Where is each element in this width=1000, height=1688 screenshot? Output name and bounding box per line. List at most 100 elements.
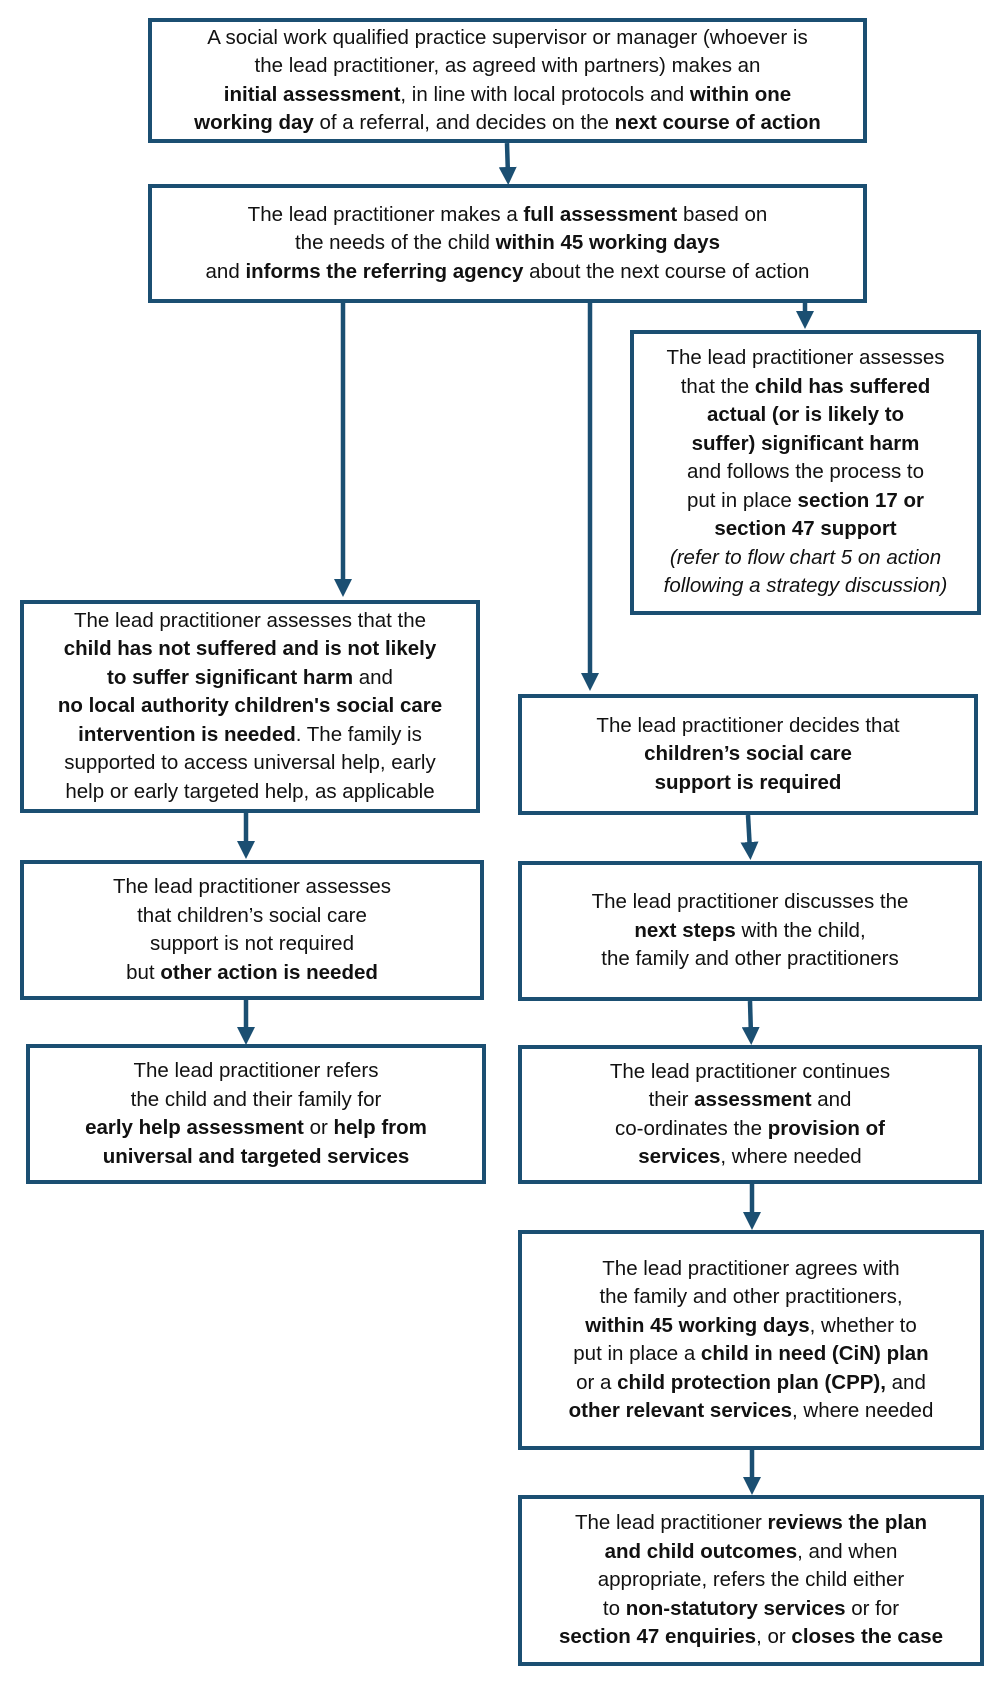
box-text-line: support is required bbox=[655, 769, 842, 798]
box-text-line: The lead practitioner assesses that the bbox=[74, 607, 426, 636]
text-run: the needs of the child bbox=[294, 231, 496, 255]
box-text-line: The lead practitioner refers bbox=[134, 1057, 379, 1086]
box-text-line: the family and other practitioners, bbox=[599, 1283, 902, 1312]
box-text-line: The lead practitioner assesses bbox=[113, 873, 391, 902]
other-action-needed-box: The lead practitioner assesses that child… bbox=[20, 860, 484, 1000]
text-run: A social work qualified practice supervi… bbox=[207, 25, 808, 49]
box-text-line: help or early targeted help, as applicab… bbox=[65, 778, 434, 807]
box-text-line: The lead practitioner agrees with bbox=[602, 1255, 899, 1284]
text-run: and bbox=[885, 1370, 926, 1394]
text-run: The lead practitioner bbox=[574, 1511, 768, 1535]
box-text-line: intervention is needed. The family is bbox=[78, 721, 422, 750]
box-text-line: the family and other practitioners bbox=[601, 945, 898, 974]
arrow-initial-to-full bbox=[498, 142, 517, 185]
bold-text: early help assessment bbox=[85, 1116, 304, 1139]
box-text-line: to non-statutory services or for bbox=[603, 1595, 899, 1624]
text-run: that the bbox=[680, 374, 755, 398]
text-run: The lead practitioner refers bbox=[133, 1059, 379, 1082]
text-run: The lead practitioner agrees with bbox=[602, 1256, 900, 1280]
box-text-line: child has not suffered and is not likely bbox=[64, 635, 436, 664]
box-text-line: appropriate, refers the child either bbox=[598, 1566, 905, 1595]
box-text-line: supported to access universal help, earl… bbox=[64, 749, 435, 778]
box-text-line: suffer) significant harm bbox=[692, 430, 920, 459]
box-text-line: The lead practitioner continues bbox=[610, 1058, 890, 1087]
text-run: the family and other practitioners bbox=[601, 947, 899, 971]
box-text-line: their assessment and bbox=[649, 1086, 852, 1115]
text-run: The lead practitioner makes a bbox=[247, 202, 524, 226]
bold-text: and child outcomes bbox=[604, 1539, 798, 1563]
text-run: that children’s social care bbox=[137, 903, 367, 927]
bold-text: child protection plan (CPP), bbox=[617, 1370, 886, 1394]
text-run: support is not required bbox=[150, 932, 354, 955]
box-text-line: The lead practitioner decides that bbox=[596, 712, 899, 741]
arrow-support-required-to-next-steps bbox=[740, 814, 759, 860]
bold-text: child has suffered bbox=[754, 374, 931, 398]
box-text-line: to suffer significant harm and bbox=[107, 664, 393, 693]
box-text-line: but other action is needed bbox=[126, 959, 378, 988]
refer-early-help-box: The lead practitioner refers the child an… bbox=[26, 1044, 486, 1184]
text-run: their bbox=[648, 1088, 695, 1111]
bold-text: actual (or is likely to bbox=[706, 403, 905, 427]
box-text-line: other relevant services, where needed bbox=[569, 1397, 934, 1426]
text-run: about the next course of action bbox=[523, 259, 810, 283]
box-text-line: co-ordinates the provision of bbox=[615, 1115, 885, 1144]
box-text-line: support is not required bbox=[150, 930, 354, 959]
text-run: , where needed bbox=[792, 1399, 934, 1422]
bold-text: next course of action bbox=[614, 111, 821, 134]
text-run: to bbox=[602, 1596, 626, 1620]
bold-text: child has not suffered and is not likely bbox=[63, 637, 437, 661]
box-text-line: and child outcomes, and when bbox=[605, 1538, 898, 1567]
box-text-line: children’s social care bbox=[644, 740, 852, 769]
initial-assessment-box: A social work qualified practice supervi… bbox=[148, 18, 867, 143]
box-text-line: put in place section 17 or bbox=[687, 487, 924, 516]
bold-text: within one bbox=[689, 82, 792, 106]
text-run: or bbox=[303, 1116, 334, 1139]
text-run: but bbox=[126, 960, 161, 984]
bold-text: assessment bbox=[694, 1088, 812, 1111]
bold-text: provision of bbox=[767, 1116, 885, 1140]
text-run: with the child, bbox=[735, 918, 866, 942]
box-text-line: section 47 support bbox=[714, 515, 896, 544]
bold-text: section 47 enquiries bbox=[558, 1625, 757, 1649]
box-text-line: and informs the referring agency about t… bbox=[206, 258, 810, 287]
box-text-line: The lead practitioner reviews the plan bbox=[575, 1509, 927, 1538]
bold-text: non-statutory services bbox=[625, 1596, 846, 1620]
bold-text: children’s social care bbox=[644, 742, 852, 766]
box-text-line: the needs of the child within 45 working… bbox=[295, 229, 720, 258]
bold-text: full assessment bbox=[523, 202, 678, 226]
bold-text: other relevant services bbox=[568, 1399, 793, 1422]
box-text-line: early help assessment or help from bbox=[85, 1114, 427, 1143]
bold-text: section 47 support bbox=[714, 517, 897, 541]
box-text-line: universal and targeted services bbox=[103, 1143, 410, 1172]
bold-text: child in need (CiN) plan bbox=[700, 1342, 929, 1365]
bold-text: help from bbox=[333, 1116, 427, 1139]
box-text-line: services, where needed bbox=[638, 1143, 861, 1172]
box-text-line: no local authority children's social car… bbox=[58, 692, 442, 721]
text-run: The lead practitioner assesses bbox=[112, 875, 392, 898]
text-run: , and when bbox=[797, 1539, 898, 1563]
box-text-line: A social work qualified practice supervi… bbox=[207, 24, 807, 53]
bold-text: within 45 working days bbox=[585, 1313, 810, 1337]
box-text-line: and follows the process to bbox=[687, 458, 924, 487]
text-run: put in place a bbox=[573, 1342, 701, 1365]
bold-text: reviews the plan bbox=[767, 1511, 928, 1535]
italic-text: following a strategy discussion) bbox=[663, 574, 948, 598]
bold-text: section 17 or bbox=[797, 488, 925, 512]
box-text-line: that children’s social care bbox=[137, 902, 367, 931]
bold-text: initial assessment bbox=[223, 82, 401, 106]
text-run: the child and their family for bbox=[130, 1087, 382, 1111]
box-text-line: The lead practitioner makes a full asses… bbox=[248, 201, 768, 230]
text-run: co-ordinates the bbox=[614, 1116, 768, 1140]
bold-text: universal and targeted services bbox=[102, 1144, 410, 1168]
text-run: of a referral, and decides on the bbox=[313, 111, 615, 134]
box-text-line: (refer to flow chart 5 on action bbox=[670, 544, 941, 573]
bold-text: to suffer significant harm bbox=[107, 665, 354, 689]
box-text-line: the child and their family for bbox=[131, 1086, 382, 1115]
box-text-line: working day of a referral, and decides o… bbox=[194, 109, 821, 138]
box-text-line: section 47 enquiries, or closes the case bbox=[559, 1623, 943, 1652]
bold-text: informs the referring agency bbox=[245, 259, 524, 283]
